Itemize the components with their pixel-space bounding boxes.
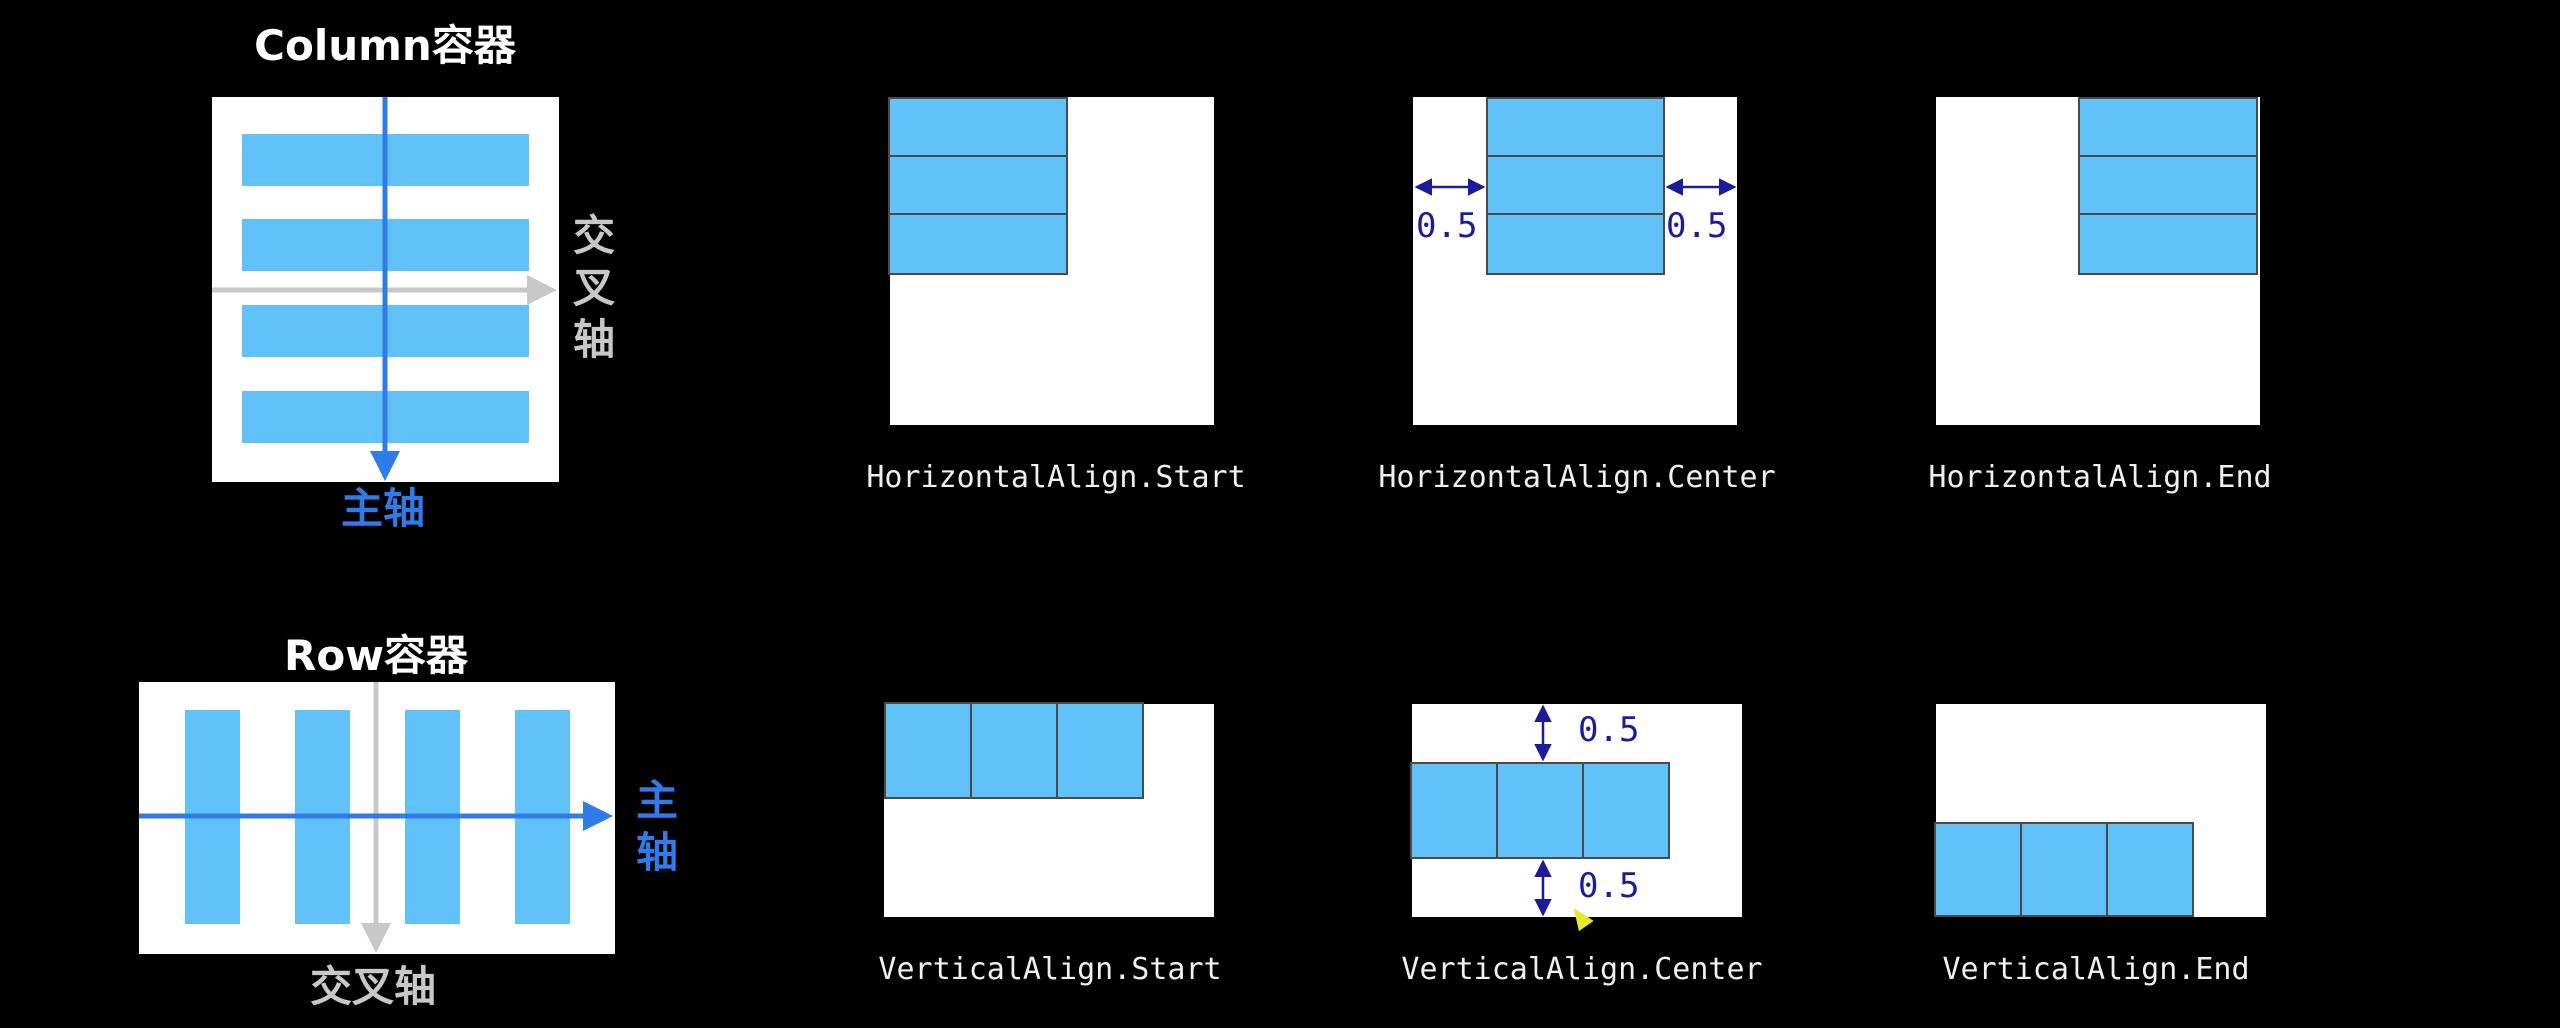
horizontal-end-item-2: [2078, 155, 2258, 215]
column-item-4: [242, 391, 529, 443]
vertical-end-item-2: [2020, 822, 2108, 917]
horizontal-center-right-gap-label: 0.5: [1666, 206, 1728, 246]
row-container-title: Row容器: [284, 631, 468, 680]
horizontal-end-item-1: [2078, 97, 2258, 157]
column-container-title: Column容器: [254, 21, 516, 70]
column-item-1: [242, 134, 529, 186]
vertical-start-caption: VerticalAlign.Start: [878, 952, 1222, 987]
vertical-start-item-2: [970, 702, 1058, 799]
vertical-end-item-1: [1934, 822, 2022, 917]
horizontal-end-item-3: [2078, 213, 2258, 275]
column-container-box: [212, 97, 559, 482]
horizontal-center-caption: HorizontalAlign.Center: [1378, 460, 1776, 495]
row-cross-axis-label: 交叉轴: [310, 962, 437, 1011]
vertical-center-top-gap-label: 0.5: [1578, 710, 1640, 750]
row-item-3: [405, 710, 460, 924]
horizontal-end-caption: HorizontalAlign.End: [1928, 460, 2272, 495]
vertical-start-item-3: [1056, 702, 1144, 799]
vertical-center-item-2: [1496, 762, 1584, 859]
column-cross-axis-label: 交叉轴: [572, 211, 615, 364]
vertical-center-item-3: [1582, 762, 1670, 859]
row-main-axis-label: 主轴: [635, 776, 678, 877]
row-item-1: [185, 710, 240, 924]
column-item-3: [242, 305, 529, 357]
vertical-end-item-3: [2106, 822, 2194, 917]
column-item-2: [242, 219, 529, 271]
horizontal-center-left-gap-label: 0.5: [1416, 206, 1478, 246]
row-item-4: [515, 710, 570, 924]
horizontal-center-item-3: [1486, 213, 1665, 275]
horizontal-start-caption: HorizontalAlign.Start: [866, 460, 1246, 495]
horizontal-start-item-3: [888, 213, 1068, 275]
horizontal-center-item-1: [1486, 97, 1665, 157]
vertical-start-item-1: [884, 702, 972, 799]
row-container-box: [139, 682, 615, 954]
vertical-center-bottom-gap-label: 0.5: [1578, 866, 1640, 906]
horizontal-center-item-2: [1486, 155, 1665, 215]
vertical-center-item-1: [1410, 762, 1498, 859]
row-item-2: [295, 710, 350, 924]
column-main-axis-label: 主轴: [341, 484, 426, 533]
vertical-end-caption: VerticalAlign.End: [1942, 952, 2250, 987]
horizontal-start-item-2: [888, 155, 1068, 215]
horizontal-start-item-1: [888, 97, 1068, 157]
vertical-center-caption: VerticalAlign.Center: [1401, 952, 1763, 987]
